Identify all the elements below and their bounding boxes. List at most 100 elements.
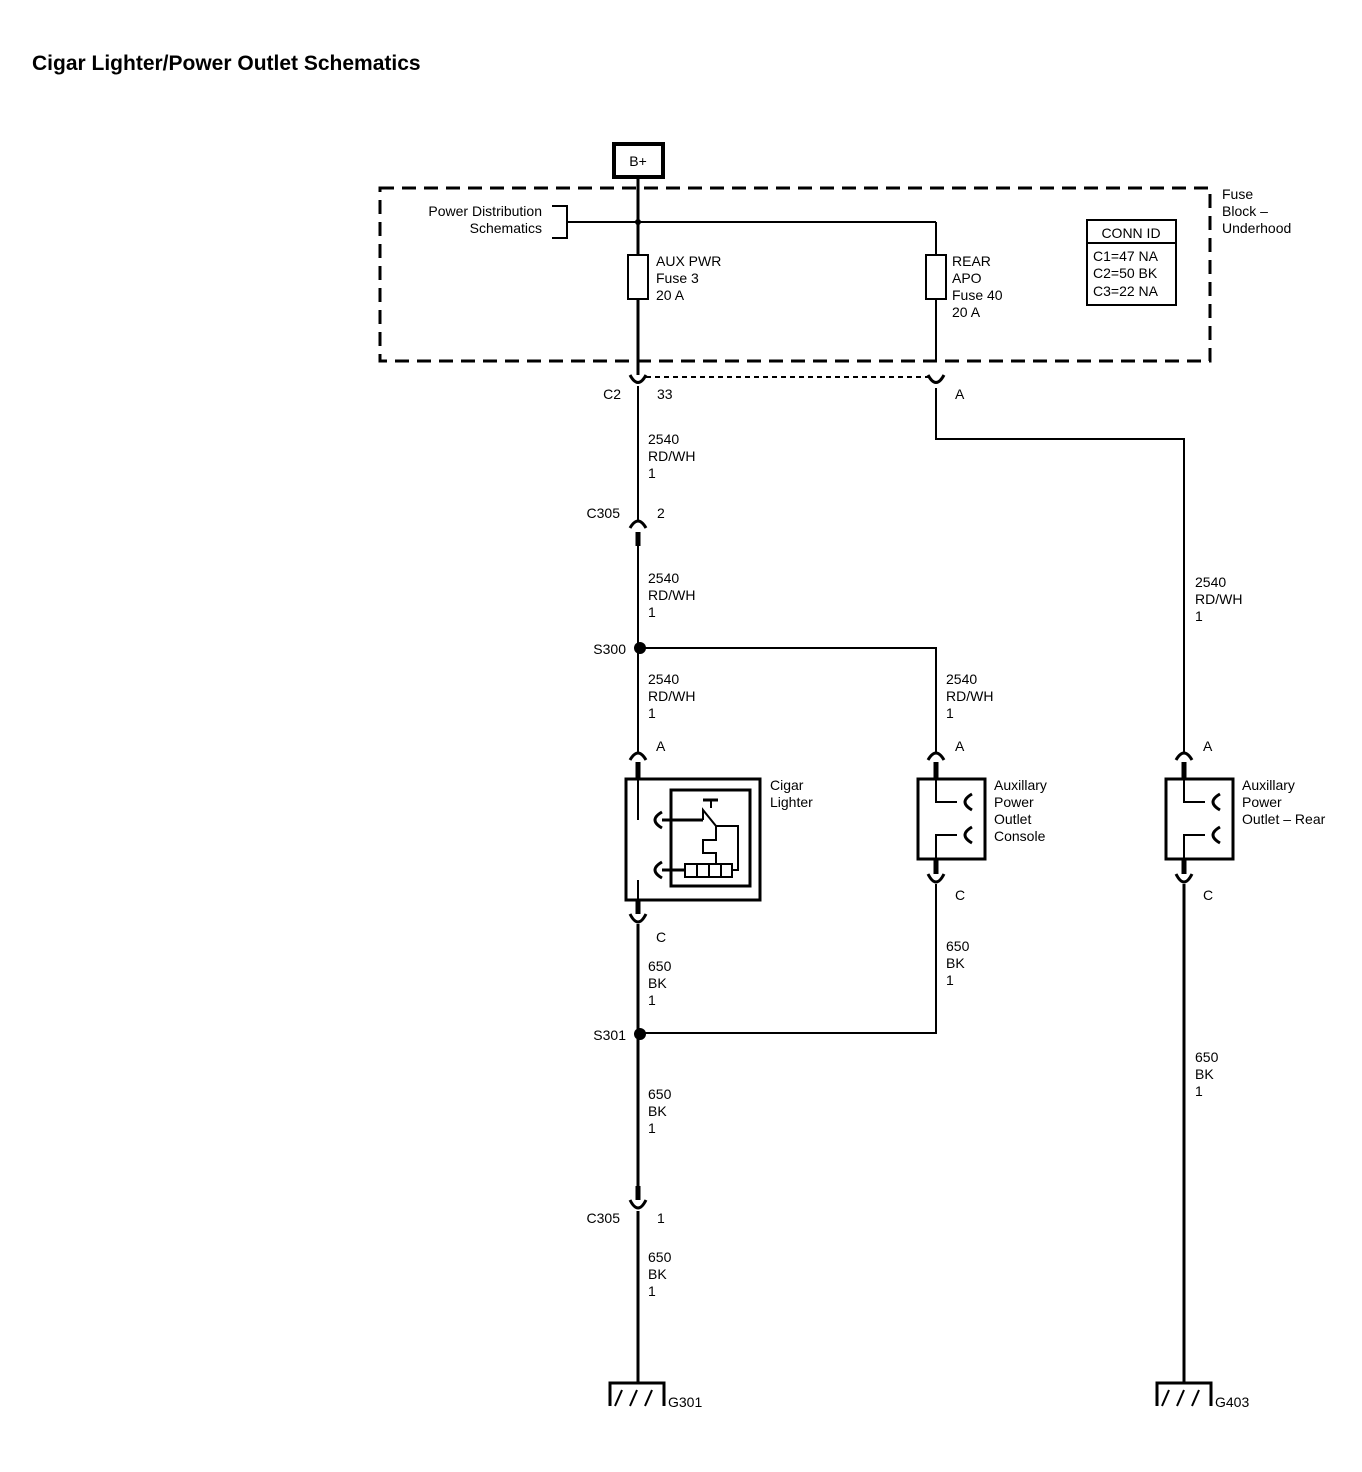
wire-label: BK: [1195, 1066, 1214, 1082]
wire-label: 1: [648, 604, 656, 620]
wire-label: 2540: [648, 431, 679, 447]
lighter-pin-c-label: C: [656, 929, 666, 945]
rear-outlet-label-1: Auxillary: [1242, 777, 1295, 793]
s301-label: S301: [593, 1027, 626, 1043]
fuse-block-outline: [378, 186, 1212, 363]
wire-label: 1: [648, 1120, 656, 1136]
battery-positive-source: B+: [612, 142, 665, 179]
conn-id-row: C2=50 BK: [1093, 265, 1158, 281]
fuse-rear-label-4: 20 A: [952, 304, 981, 320]
fuse-aux-label-3: 20 A: [656, 287, 685, 303]
wire-label: 1: [648, 1283, 656, 1299]
wire-label: 1: [1195, 608, 1203, 624]
wire-label: RD/WH: [648, 448, 695, 464]
wire-label: 1: [946, 705, 954, 721]
conn-id-header: CONN ID: [1101, 225, 1160, 241]
lighter-pin-a-label: A: [656, 738, 666, 754]
rear-outlet-pin-a-label: A: [1203, 738, 1213, 754]
wire-label: 2540: [946, 671, 977, 687]
wire-label: 1: [1195, 1083, 1203, 1099]
cigar-lighter-label-1: Cigar: [770, 777, 804, 793]
wire-label: BK: [648, 975, 667, 991]
console-ground-wire: [640, 884, 937, 1034]
console-connector-a: [926, 751, 946, 761]
wire-label: 650: [648, 1249, 672, 1265]
g403-label: G403: [1215, 1394, 1249, 1410]
rear-outlet-pin-c-label: C: [1203, 887, 1213, 903]
wire-label: 2540: [648, 671, 679, 687]
c305-upper-connector-symbol: [628, 519, 648, 529]
c2-connector-symbol: [628, 374, 648, 384]
console-pin-c-label: C: [955, 887, 965, 903]
rear-outlet-component: A C Auxillary Power Outlet – Rear: [1164, 738, 1326, 903]
lighter-housing: [624, 777, 762, 902]
lighter-switch-blade: [702, 807, 717, 827]
power-source-label: B+: [629, 153, 647, 169]
fuse-rear-label-3: Fuse 40: [952, 287, 1003, 303]
s300-to-console-wire: [640, 647, 937, 752]
wire-label: RD/WH: [1195, 591, 1242, 607]
wire-label: BK: [946, 955, 965, 971]
fuse-rear-label-2: APO: [952, 270, 982, 286]
rear-outlet-housing: [1164, 777, 1235, 861]
c305-lower-connector-symbol: [628, 1199, 648, 1210]
ground-g403: G403: [1155, 1381, 1249, 1410]
c305-upper-label: C305: [587, 505, 621, 521]
c305-lower-label: C305: [587, 1210, 621, 1226]
wire-label: 2540: [1195, 574, 1226, 590]
fuse-block-label-1: Fuse: [1222, 186, 1253, 202]
wire-label: 650: [648, 958, 672, 974]
rear-outlet-label-3: Outlet – Rear: [1242, 811, 1326, 827]
console-connector-c: [926, 873, 946, 884]
wire-label: BK: [648, 1103, 667, 1119]
rear-outlet-connector-a: [1174, 751, 1194, 761]
console-pin-a-label: A: [955, 738, 965, 754]
wire-label: 2540: [648, 570, 679, 586]
ground-g301: G301: [608, 1381, 702, 1410]
rear-outlet-connector-c: [1174, 873, 1194, 884]
fuse-rear-label-1: REAR: [952, 253, 991, 269]
rear-outlet-label-2: Power: [1242, 794, 1282, 810]
console-outlet-housing: [916, 777, 987, 861]
wire-label: 1: [648, 992, 656, 1008]
fuse-aux-label-2: Fuse 3: [656, 270, 699, 286]
splice-s301: [634, 1028, 646, 1040]
cigar-lighter-label-2: Lighter: [770, 794, 813, 810]
console-outlet-component: A C Auxillary Power Outlet Console: [916, 738, 1047, 903]
conn-id-table: CONN ID C1=47 NA C2=50 BK C3=22 NA: [1086, 219, 1177, 306]
conn-id-row: C1=47 NA: [1093, 248, 1159, 264]
power-distribution-label-2: Schematics: [470, 220, 542, 236]
console-outlet-label-2: Power: [994, 794, 1034, 810]
g301-label: G301: [668, 1394, 702, 1410]
wire-label: RD/WH: [648, 688, 695, 704]
lighter-element-box: [669, 788, 752, 888]
console-outlet-label-3: Outlet: [994, 811, 1031, 827]
wire-label: RD/WH: [648, 587, 695, 603]
fuse-rear-apo: [925, 254, 947, 300]
wire-label: 1: [648, 705, 656, 721]
lighter-element-coil: [702, 826, 717, 866]
wire-label: 650: [1195, 1049, 1219, 1065]
rear-connector-symbol: [926, 374, 946, 384]
wire-label: 1: [648, 465, 656, 481]
conn-id-row: C3=22 NA: [1093, 283, 1159, 299]
rear-outlet-feed-wire: [935, 388, 1185, 752]
c305-lower-pin-label: 1: [657, 1210, 665, 1226]
console-outlet-label-1: Auxillary: [994, 777, 1047, 793]
console-outlet-label-4: Console: [994, 828, 1046, 844]
fuse-aux-label-1: AUX PWR: [656, 253, 721, 269]
power-distribution-label-1: Power Distribution: [428, 203, 542, 219]
fuse-block-label-3: Underhood: [1222, 220, 1291, 236]
c2-pin-label: 33: [657, 386, 673, 402]
lighter-connector-a: [628, 751, 648, 761]
wire-label: 1: [946, 972, 954, 988]
power-distribution-bracket: [552, 205, 568, 239]
lighter-connector-c: [628, 913, 648, 924]
cigar-lighter-component: A Cigar Lighter C: [624, 738, 813, 945]
fuse-block-label-2: Block –: [1222, 203, 1268, 219]
s300-label: S300: [593, 641, 626, 657]
wire-label: RD/WH: [946, 688, 993, 704]
page-title: Cigar Lighter/Power Outlet Schematics: [32, 52, 421, 75]
lighter-terminal-lower: [653, 860, 663, 880]
